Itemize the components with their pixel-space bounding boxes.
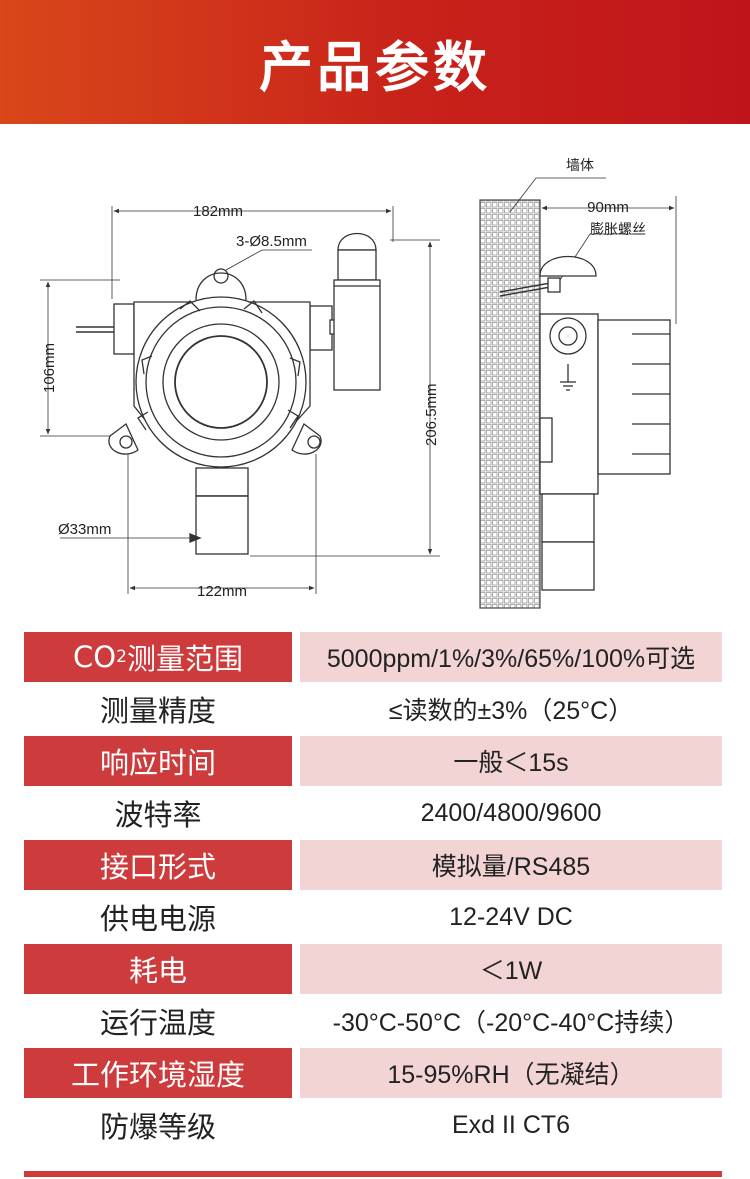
spec-label-rest: 测量范围 [126, 642, 243, 676]
front-view [40, 206, 440, 594]
spec-row-power-supply: 供电电源 12-24V DC [24, 892, 722, 944]
spec-row-operating-temp: 运行温度 -30°C-50°C（-20°C-40°C持续） [24, 996, 722, 1048]
page-title: 产品参数 [259, 35, 491, 99]
spec-label: 供电电源 [99, 902, 216, 936]
spec-label-subscript: 2 [116, 647, 127, 667]
side-view [479, 177, 677, 609]
spec-row-response-time: 响应时间 一般＜15s [24, 736, 722, 788]
spec-value: Exd II CT6 [451, 1110, 571, 1139]
hole-dia-label: 3-Ø8.5mm [236, 233, 307, 250]
spec-value: 模拟量/RS485 [300, 840, 722, 890]
spec-value: 15-95%RH（无凝结） [300, 1048, 722, 1098]
spec-label: 响应时间 [24, 736, 292, 786]
spec-label: 波特率 [114, 798, 202, 832]
page-header: 产品参数 [0, 0, 750, 124]
spec-value: 5000ppm/1%/3%/65%/100%可选 [300, 632, 722, 682]
spec-value: 2400/4800/9600 [420, 798, 602, 827]
dimension-drawing: 182mm 3-Ø8.5mm 106mm 206.5mm Ø33mm 122mm [40, 158, 677, 609]
bolt-label: 膨胀螺丝 [590, 221, 646, 238]
spec-label: 工作环境湿度 [24, 1048, 292, 1098]
spec-row-explosion-proof: 防爆等级 Exd II CT6 [24, 1100, 722, 1152]
height-106-label: 106mm [41, 343, 58, 393]
dimension-diagram: 182mm 3-Ø8.5mm 106mm 206.5mm Ø33mm 122mm [0, 124, 750, 630]
width-182-label: 182mm [193, 203, 243, 220]
bottom-divider [24, 1171, 722, 1177]
width-122-label: 122mm [197, 583, 247, 600]
spec-row-baud-rate: 波特率 2400/4800/9600 [24, 788, 722, 840]
wall-label: 墙体 [566, 158, 594, 174]
spec-value: 一般＜15s [300, 736, 722, 786]
spec-row-accuracy: 测量精度 ≤读数的±3%（25°C） [24, 684, 722, 736]
spec-value: 12-24V DC [449, 902, 573, 931]
spec-label: 接口形式 [24, 840, 292, 890]
spec-value: ＜1W [300, 944, 722, 994]
spec-label-main: CO [73, 640, 117, 674]
height-206-label: 206.5mm [423, 383, 440, 446]
spec-row-humidity: 工作环境湿度 15-95%RH（无凝结） [24, 1048, 722, 1100]
spec-label: 耗电 [24, 944, 292, 994]
spec-label: 运行温度 [99, 1006, 216, 1040]
spec-row-power-consumption: 耗电 ＜1W [24, 944, 722, 996]
spec-row-interface: 接口形式 模拟量/RS485 [24, 840, 722, 892]
spec-value: ≤读数的±3%（25°C） [388, 697, 634, 725]
spec-value: -30°C-50°C（-20°C-40°C持续） [332, 1009, 690, 1037]
spec-label: 防爆等级 [99, 1110, 216, 1144]
spec-label: 测量精度 [99, 694, 216, 728]
depth-90-label: 90mm [587, 199, 629, 216]
sensor-dia-label: Ø33mm [58, 521, 111, 538]
